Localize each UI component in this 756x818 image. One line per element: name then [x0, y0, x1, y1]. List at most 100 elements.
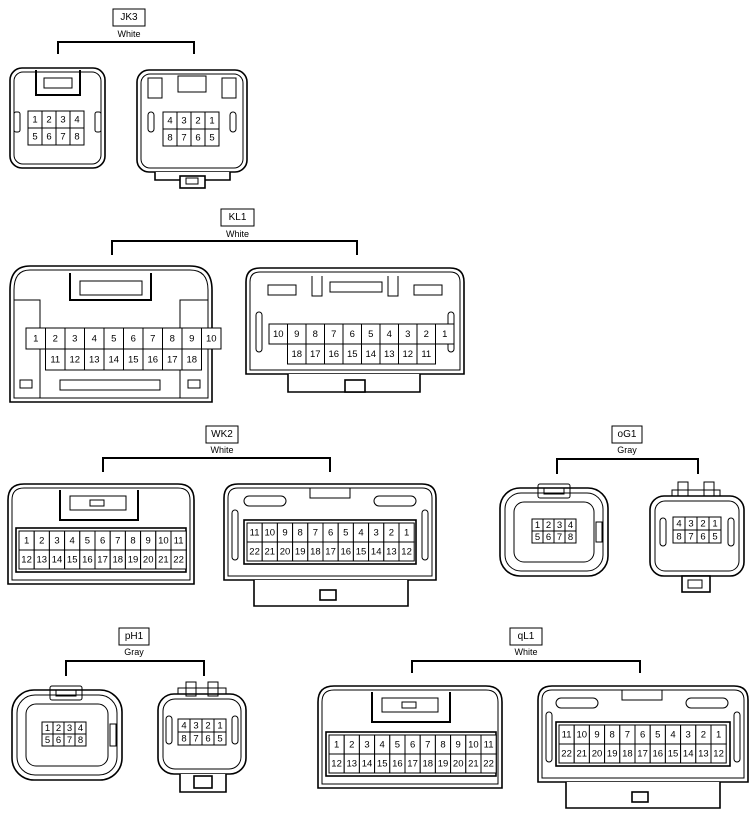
pin-number: 7 — [181, 133, 186, 144]
pin-number: 14 — [52, 555, 63, 566]
pin-number: 7 — [625, 730, 630, 741]
pin-number: 1 — [217, 721, 222, 732]
pin-number: 19 — [295, 547, 306, 558]
pin-number: 21 — [468, 759, 479, 770]
connector-color: White — [514, 647, 537, 657]
pairing-bracket — [556, 458, 699, 474]
pin-number: 17 — [637, 749, 648, 760]
pin-number: 9 — [456, 740, 461, 751]
connector-label-box — [220, 208, 255, 227]
pin-number: 1 — [45, 723, 50, 734]
pin-number: 9 — [294, 329, 299, 340]
pin-number: 13 — [347, 759, 358, 770]
pin-number: 3 — [72, 334, 77, 345]
pin-number: 8 — [313, 329, 318, 340]
pin-number: 16 — [147, 355, 158, 366]
pin-number: 3 — [688, 519, 693, 530]
connector-label-box — [509, 627, 543, 646]
pin-number: 5 — [395, 740, 400, 751]
pin-number: 2 — [39, 536, 44, 547]
connector-label-box — [112, 8, 146, 27]
pin-number: 11 — [562, 730, 572, 741]
pin-number: 4 — [70, 536, 75, 547]
pin-number: 3 — [67, 723, 72, 734]
connector-color: White — [117, 29, 140, 39]
pin-number: 22 — [173, 555, 184, 566]
connector-name: oG1 — [618, 429, 637, 440]
pin-number: 11 — [250, 528, 260, 539]
pin-number: 2 — [56, 723, 61, 734]
pin-number: 13 — [698, 749, 709, 760]
pin-number: 5 — [85, 536, 90, 547]
pin-number: 4 — [568, 520, 573, 531]
pin-number: 7 — [67, 735, 72, 746]
pin-number: 6 — [131, 334, 136, 345]
pin-number: 12 — [331, 759, 342, 770]
pin-number: 9 — [282, 528, 287, 539]
pin-number: 16 — [392, 759, 403, 770]
pin-number: 1 — [209, 116, 214, 127]
pin-number: 18 — [622, 749, 633, 760]
pin-number: 18 — [291, 349, 302, 360]
pin-number: 15 — [668, 749, 679, 760]
pin-number: 4 — [380, 740, 385, 751]
pin-number: 16 — [341, 547, 352, 558]
pin-cell — [435, 323, 455, 345]
pin-number: 19 — [438, 759, 449, 770]
pin-number: 2 — [424, 329, 429, 340]
connector-name: WK2 — [211, 429, 233, 440]
pin-number: 2 — [349, 740, 354, 751]
pin-number: 3 — [686, 730, 691, 741]
pin-number: 6 — [100, 536, 105, 547]
pin-number: 12 — [713, 749, 724, 760]
pairing-bracket — [102, 457, 331, 472]
pin-cell — [416, 343, 436, 365]
pin-number: 10 — [265, 528, 276, 539]
pin-number: 11 — [421, 349, 431, 360]
pin-number: 2 — [46, 115, 51, 126]
pin-cell — [204, 128, 220, 147]
pin-number: 6 — [56, 735, 61, 746]
pin-number: 11 — [484, 740, 494, 751]
pin-cell — [398, 541, 415, 562]
pin-cell — [69, 127, 85, 146]
pin-number: 2 — [205, 721, 210, 732]
pairing-bracket — [57, 41, 195, 54]
pin-number: 2 — [195, 116, 200, 127]
pin-number: 14 — [683, 749, 694, 760]
pin-number: 5 — [45, 735, 50, 746]
pin-number: 4 — [92, 334, 97, 345]
pin-number: 20 — [143, 555, 154, 566]
pin-number: 7 — [150, 334, 155, 345]
pin-number: 7 — [60, 132, 65, 143]
pairing-bracket — [111, 240, 358, 255]
pin-number: 17 — [325, 547, 336, 558]
connector-label-box — [611, 425, 643, 444]
pin-number: 8 — [298, 528, 303, 539]
pin-number: 3 — [557, 520, 562, 531]
pin-number: 1 — [442, 329, 447, 340]
pin-number: 5 — [535, 532, 540, 543]
pin-number: 8 — [440, 740, 445, 751]
connector-name: JK3 — [120, 12, 138, 23]
pin-number: 4 — [167, 116, 172, 127]
pin-number: 6 — [410, 740, 415, 751]
pin-number: 1 — [712, 519, 717, 530]
pin-number: 6 — [205, 734, 210, 745]
pin-number: 6 — [46, 132, 51, 143]
pin-number: 7 — [557, 532, 562, 543]
pin-number: 9 — [594, 730, 599, 741]
pin-number: 12 — [401, 547, 412, 558]
pin-number: 18 — [186, 355, 197, 366]
pin-number: 5 — [32, 132, 37, 143]
connector-label-box — [205, 425, 239, 444]
pin-number: 2 — [389, 528, 394, 539]
pin-number: 17 — [407, 759, 418, 770]
pin-cell — [564, 530, 577, 544]
